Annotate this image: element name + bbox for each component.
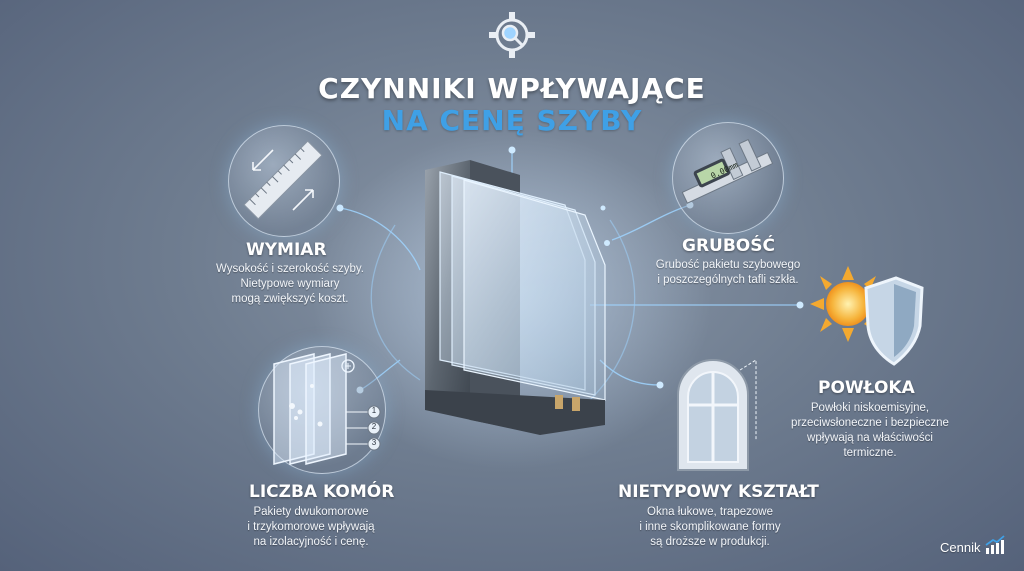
chamber-marker-1: 1 (371, 406, 377, 415)
chamber-marker-3: 3 (371, 438, 377, 447)
arched-window-icon (677, 359, 757, 471)
size-description: Wysokość i szerokość szyby. Nietypowe wy… (216, 263, 364, 305)
ruler-icon (243, 140, 323, 220)
window-profile-illustration (425, 160, 606, 435)
size-heading: WYMIAR (246, 240, 327, 260)
sun-shield-icon (810, 266, 924, 366)
cennik-label: Cennik (940, 540, 981, 555)
coating-description: Powłoki niskoemisyjne, przeciwsłoneczne … (791, 402, 949, 459)
shape-heading: NIETYPOWY KSZTAŁT (618, 482, 819, 502)
coating-heading: POWŁOKA (818, 378, 915, 398)
chart-growth-icon (985, 535, 1005, 554)
chambers-description: Pakiety dwukomorowe i trzykomorowe wpływ… (247, 506, 375, 548)
caliper-icon (681, 138, 774, 204)
page-title-line2: NA CENĘ SZYBY (381, 104, 643, 137)
thickness-description: Grubość pakietu szybowego i poszczególny… (655, 259, 801, 286)
gear-search-icon (489, 12, 535, 58)
chamber-marker-2: 2 (371, 422, 377, 431)
shape-description: Okna łukowe, trapezowe i inne skomplikow… (639, 506, 781, 548)
chambers-icon-circle (258, 346, 386, 474)
page-title-line1: CZYNNIKI WPŁYWAJĄCE (318, 72, 706, 105)
chambers-heading: LICZBA KOMÓR (249, 482, 395, 502)
glass-chambers-icon (273, 353, 381, 465)
thickness-heading: GRUBOŚĆ (682, 236, 775, 256)
